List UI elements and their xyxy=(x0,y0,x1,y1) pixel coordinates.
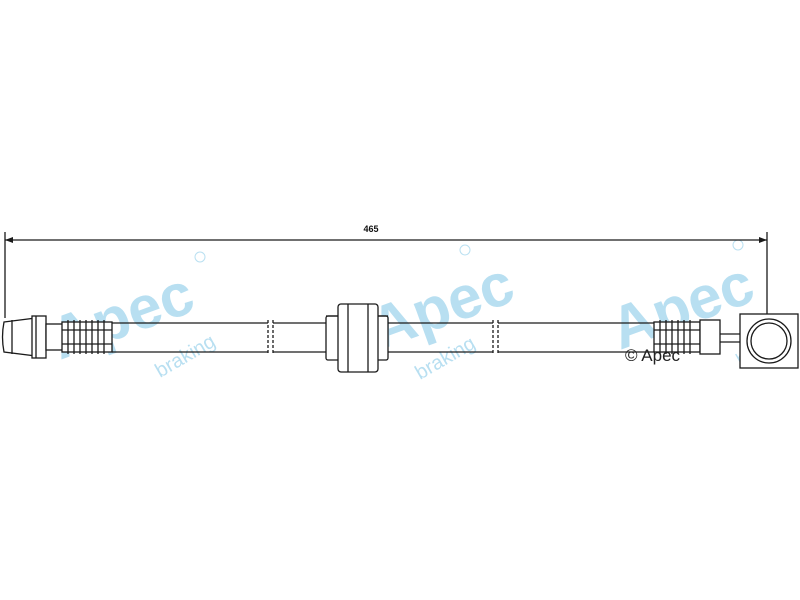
left-end-fitting xyxy=(1,315,65,359)
right-banjo-fitting xyxy=(739,313,799,369)
hose-assembly xyxy=(1,303,799,373)
center-grommet xyxy=(325,303,389,373)
dimension-line: 465 xyxy=(4,224,768,318)
watermark-sub-left: braking xyxy=(152,330,220,382)
watermark-registered-icon-left xyxy=(194,251,206,263)
copyright-mark: © Apec xyxy=(625,346,681,365)
hose-segment-right xyxy=(388,320,654,355)
dimension-label: 465 xyxy=(363,224,378,234)
left-crimp-ferrule xyxy=(61,320,113,354)
watermark-registered-icon-right xyxy=(732,239,744,251)
arrow-left-icon xyxy=(5,237,13,243)
copyright-text: © Apec xyxy=(625,346,681,365)
arrow-right-icon xyxy=(759,237,767,243)
watermark-registered-icon-center xyxy=(459,244,471,256)
right-crimp-ferrule xyxy=(653,319,740,355)
watermark-sub-left-text: braking xyxy=(152,330,220,382)
hose-segment-left xyxy=(112,320,326,355)
